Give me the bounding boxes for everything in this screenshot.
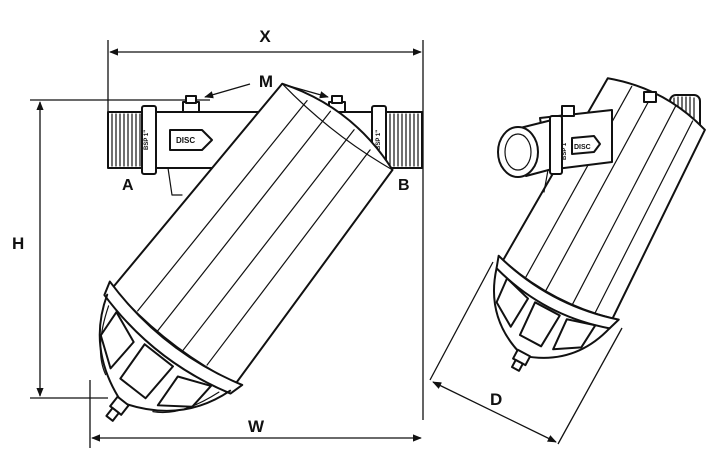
pressure-port-left — [182, 95, 200, 113]
label-d: D — [490, 390, 502, 409]
front-view-filter: BSP 1" BSP 1" DISC — [98, 82, 423, 422]
filter-housing — [98, 82, 394, 422]
label-x: X — [259, 27, 271, 46]
label-a: A — [122, 177, 134, 194]
label-h: H — [12, 234, 24, 253]
iso-disc-arrow: DISC — [571, 135, 601, 155]
left-threaded-connector — [107, 105, 157, 175]
disc-flow-arrow: DISC — [169, 129, 213, 151]
iso-inlet-connector — [497, 115, 563, 178]
disc-label-left: DISC — [176, 136, 195, 145]
bsp-label-iso: BSP 1" — [562, 140, 568, 160]
disc-label-right: DISC — [574, 144, 591, 151]
callout-m: M — [204, 72, 329, 99]
dimension-d: D — [429, 261, 623, 445]
dimension-h: H — [12, 99, 210, 399]
iso-pressure-port-left — [561, 105, 575, 117]
label-w: W — [248, 417, 265, 436]
filter-cage — [98, 280, 244, 422]
label-m: M — [259, 72, 273, 91]
dimension-w: W — [89, 380, 422, 448]
dimension-x: X — [107, 27, 424, 420]
isometric-view-filter: DISC BSP 1" — [493, 77, 706, 372]
iso-filter-housing — [493, 77, 706, 372]
bsp-label-right: BSP 1" — [376, 130, 382, 150]
bsp-label-left: BSP 1" — [144, 130, 150, 150]
iso-pressure-port-right — [643, 91, 657, 103]
label-b: B — [398, 177, 410, 194]
